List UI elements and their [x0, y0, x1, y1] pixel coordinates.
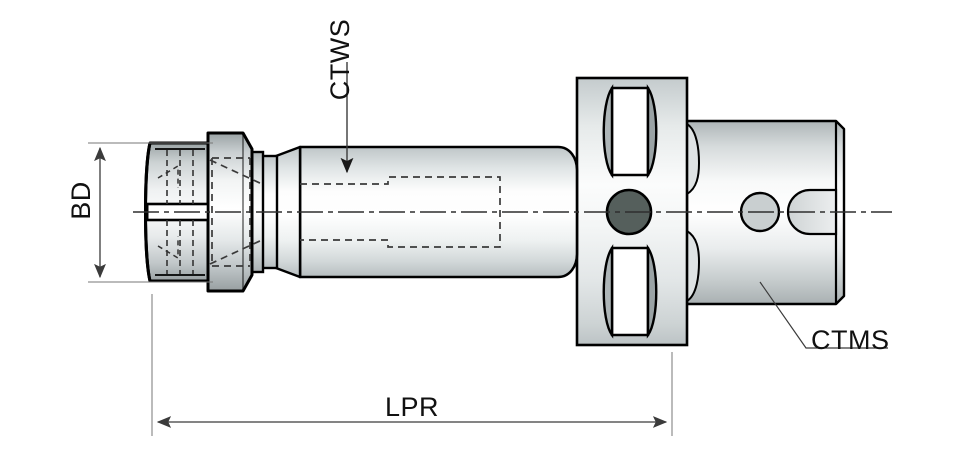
- callout-ctms: [759, 281, 888, 349]
- callout-label-ctms: CTMS: [811, 325, 890, 355]
- dimension-bd: [88, 142, 213, 283]
- dimension-lpr: [151, 294, 673, 436]
- callout-label-ctws: CTWS: [325, 18, 356, 101]
- dimension-label-bd: BD: [65, 181, 96, 220]
- dimension-label-lpr: LPR: [385, 392, 440, 422]
